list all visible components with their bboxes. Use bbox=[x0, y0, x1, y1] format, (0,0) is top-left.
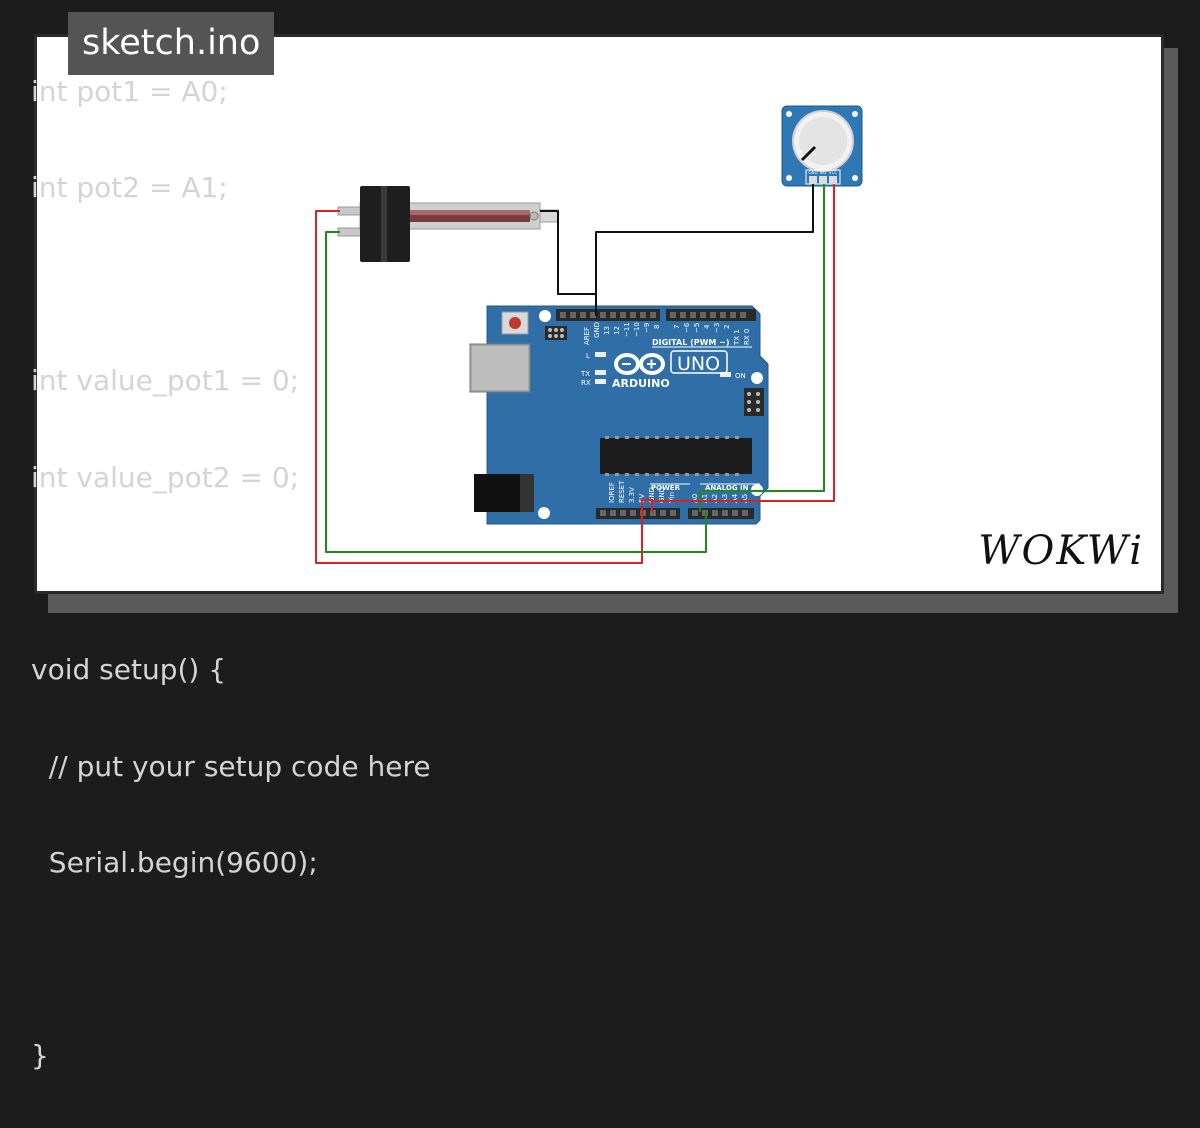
pin-label: RESET bbox=[618, 480, 626, 503]
pot-pin-label-vcc: VCC bbox=[829, 170, 838, 175]
arduino-logo-icon bbox=[614, 353, 665, 375]
code-line: // put your setup code here bbox=[31, 749, 431, 783]
led-on-label: ON bbox=[735, 372, 746, 380]
file-tab-title[interactable]: sketch.ino bbox=[68, 12, 275, 75]
code-line: int value_pot2 = 0; bbox=[31, 460, 300, 494]
pot-pin-label-gnd: GND bbox=[808, 170, 817, 175]
pin-label: Vin bbox=[668, 492, 676, 503]
led-rx-label: RX bbox=[581, 379, 591, 387]
arduino-uno-board[interactable]: AREF GND 13 12 ~11 ~10 ~9 8 7 ~6 ~5 4 ~3… bbox=[469, 305, 769, 525]
pin-label: RX 0 bbox=[743, 329, 751, 345]
wire-black-rotary-pot[interactable] bbox=[595, 184, 814, 316]
pin-label: A5 bbox=[741, 494, 749, 503]
led-l-label: L bbox=[586, 352, 590, 360]
power-header-label: POWER bbox=[651, 484, 681, 492]
digital-header-label: DIGITAL (PWM ~) bbox=[652, 338, 730, 347]
rotary-potentiometer[interactable]: GND SIG VCC bbox=[781, 105, 863, 187]
pin-label: IOREF bbox=[608, 482, 616, 503]
board-brand: ARDUINO bbox=[612, 377, 670, 390]
pin-label: ~11 bbox=[623, 322, 631, 337]
wire-green-rotary-pot[interactable] bbox=[699, 184, 825, 512]
pin-label: 8 bbox=[653, 325, 661, 329]
wire-green-slide-pot[interactable] bbox=[325, 231, 707, 553]
analog-header-label: ANALOG IN bbox=[705, 484, 749, 492]
pin-label: TX 1 bbox=[733, 329, 741, 346]
pin-label: A0 bbox=[691, 494, 699, 503]
pin-label: AREF bbox=[583, 327, 591, 345]
pin-label: GND bbox=[593, 322, 601, 338]
wokwi-logo: WOKWi bbox=[978, 528, 1144, 574]
code-line: Serial.begin(9600); bbox=[31, 846, 318, 880]
pot-pin-label-sig: SIG bbox=[820, 170, 827, 175]
pin-label: A1 bbox=[701, 494, 709, 503]
pin-label: ~6 bbox=[683, 322, 691, 333]
code-line: int pot2 = A1; bbox=[31, 171, 228, 205]
pin-label: ~5 bbox=[693, 323, 701, 333]
pin-label: A3 bbox=[721, 494, 729, 503]
pin-label: 13 bbox=[603, 326, 611, 335]
pin-label: ~3 bbox=[713, 323, 721, 333]
wire-black-slide-pot[interactable] bbox=[540, 210, 597, 316]
board-model: UNO bbox=[677, 353, 720, 375]
wire-red-slide-pot[interactable] bbox=[315, 210, 652, 564]
pin-label: ~9 bbox=[643, 323, 651, 333]
wire-red-rotary-pot[interactable] bbox=[651, 184, 835, 512]
code-line: int value_pot1 = 0; bbox=[31, 364, 300, 398]
pin-label: GND bbox=[648, 487, 656, 503]
pin-label: 5V bbox=[638, 494, 646, 503]
pin-label: ~10 bbox=[633, 322, 641, 337]
circuit-diagram: GND SIG VCC bbox=[315, 105, 863, 564]
pin-label: A2 bbox=[711, 494, 719, 503]
code-line: int pot1 = A0; bbox=[31, 75, 228, 108]
pin-label: GND bbox=[658, 487, 666, 503]
pin-label: A4 bbox=[731, 493, 739, 503]
slide-potentiometer[interactable] bbox=[337, 186, 559, 262]
wires bbox=[315, 184, 835, 564]
code-line: } bbox=[31, 1038, 49, 1072]
pin-label: 7 bbox=[673, 325, 681, 329]
pin-label: 3.3V bbox=[628, 487, 636, 503]
pin-label: 2 bbox=[723, 325, 731, 329]
led-tx-label: TX bbox=[580, 370, 590, 378]
pin-label: 4 bbox=[703, 324, 711, 329]
code-line: void setup() { bbox=[31, 653, 227, 687]
code-line bbox=[31, 936, 431, 984]
pin-label: 12 bbox=[613, 326, 621, 335]
